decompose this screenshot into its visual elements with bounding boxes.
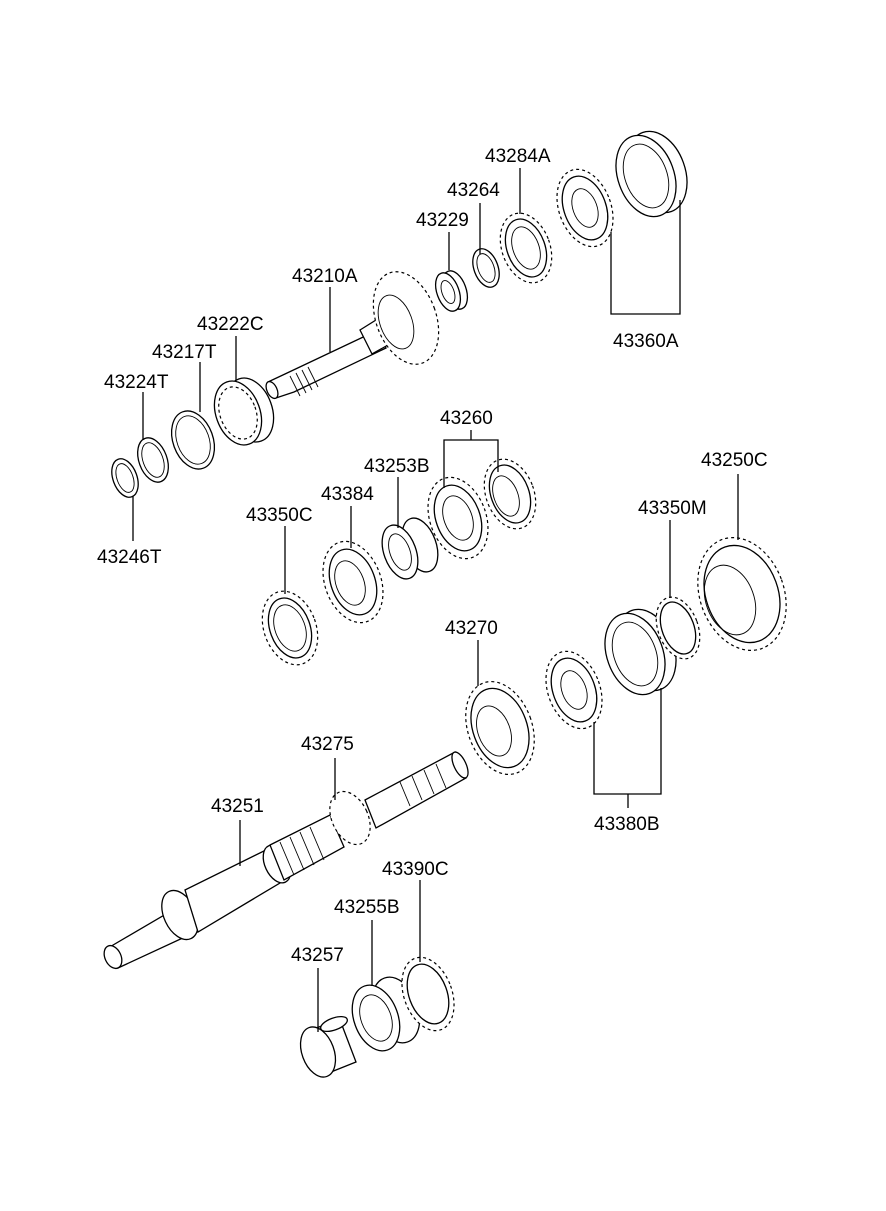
synchronizer-sleeve-43360A <box>615 130 688 218</box>
label-43224T: 43224T <box>104 372 169 393</box>
label-43270: 43270 <box>445 618 498 639</box>
gear-43270 <box>465 680 535 776</box>
ring-43217T <box>170 410 216 470</box>
label-43246T: 43246T <box>97 547 162 568</box>
synchronizer-hub-43360A <box>556 168 614 248</box>
input-shaft-43210A <box>265 271 440 400</box>
sleeve-43257 <box>299 1015 357 1078</box>
label-43210A: 43210A <box>292 266 358 287</box>
label-43380B: 43380B <box>594 814 660 835</box>
label-43284A: 43284A <box>485 146 551 167</box>
label-43275: 43275 <box>301 734 354 755</box>
label-43255B: 43255B <box>334 897 400 918</box>
label-43390C: 43390C <box>382 859 449 880</box>
bearing-43222C <box>213 377 275 446</box>
gear-43260-b <box>483 458 537 530</box>
synchronizer-ring-43390C <box>401 956 455 1032</box>
label-43350C: 43350C <box>246 505 313 526</box>
leader-lines <box>132 168 739 1032</box>
gear-43250C <box>697 537 787 651</box>
label-43384: 43384 <box>321 484 374 505</box>
synchronizer-ring-43350C <box>261 590 319 666</box>
label-43251: 43251 <box>211 796 264 817</box>
label-43250C: 43250C <box>701 450 768 471</box>
synchronizer-ring-43350M <box>655 596 701 660</box>
synchronizer-hub-43380B <box>545 650 603 730</box>
needle-bearing-43253B <box>381 517 439 580</box>
gear-43384 <box>322 540 384 624</box>
snap-ring-43224T <box>137 437 169 483</box>
label-43350M: 43350M <box>638 498 707 519</box>
label-43260: 43260 <box>440 408 493 429</box>
part-labels: 43284A 43264 43229 43210A 43222C 43217T … <box>97 146 768 966</box>
label-43222C: 43222C <box>197 314 264 335</box>
label-43229: 43229 <box>416 210 469 231</box>
synchronizer-ring-43284A <box>499 212 553 284</box>
snap-ring-43246T <box>111 458 139 498</box>
needle-bearing-43229 <box>434 270 469 312</box>
label-43257: 43257 <box>291 945 344 966</box>
label-43264: 43264 <box>447 180 500 201</box>
gear-43260-a <box>427 476 489 560</box>
input-shaft-assembly <box>111 130 688 498</box>
label-43253B: 43253B <box>364 456 430 477</box>
middle-gear-assembly <box>261 458 537 666</box>
snap-ring-43264 <box>472 248 500 288</box>
output-shaft-assembly <box>103 537 787 1078</box>
label-43217T: 43217T <box>152 342 217 363</box>
output-shaft-43251 <box>103 751 469 970</box>
label-43360A: 43360A <box>613 331 679 352</box>
